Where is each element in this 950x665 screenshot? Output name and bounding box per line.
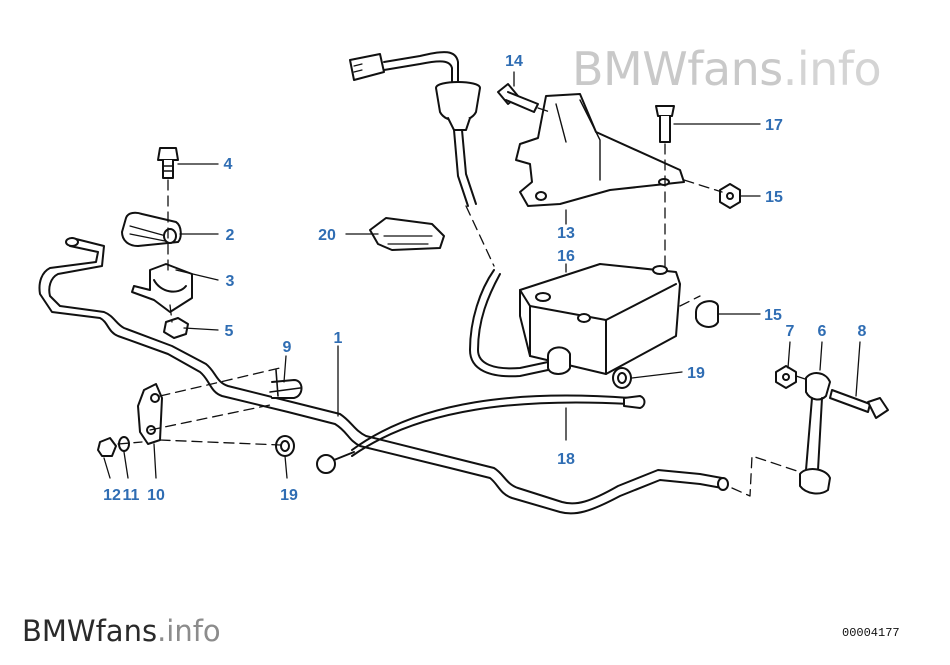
callout-19-right: 19 bbox=[687, 365, 705, 382]
part-18-rod bbox=[316, 394, 646, 474]
part-19-grommet-left bbox=[275, 435, 295, 457]
callout-9: 9 bbox=[283, 339, 292, 356]
callout-12: 12 bbox=[103, 487, 121, 504]
leader-lines bbox=[103, 71, 861, 479]
callout-14: 14 bbox=[505, 53, 523, 70]
watermark-bottom: BMWfans.info bbox=[22, 614, 221, 648]
part-3-bracket bbox=[131, 263, 193, 313]
callout-8: 8 bbox=[858, 323, 867, 340]
callout-18: 18 bbox=[557, 451, 575, 468]
watermark-top-suffix: .info bbox=[782, 42, 882, 96]
callout-15-lower: 15 bbox=[764, 307, 782, 324]
part-4-bolt bbox=[157, 147, 179, 179]
watermark-bottom-suffix: .info bbox=[157, 614, 221, 648]
part-9-clamp bbox=[269, 369, 303, 399]
callout-17: 17 bbox=[765, 117, 783, 134]
callout-7: 7 bbox=[786, 323, 795, 340]
callout-10: 10 bbox=[147, 487, 165, 504]
part-7-nut bbox=[775, 365, 797, 389]
watermark-top: BMWfans.info bbox=[572, 42, 882, 96]
diagram-id: 00004177 bbox=[842, 626, 900, 640]
level-sensor-cable bbox=[349, 51, 549, 378]
watermark-top-brand: BMWfans bbox=[572, 42, 783, 96]
callout-13: 13 bbox=[557, 225, 575, 242]
part-14-bolt bbox=[497, 83, 539, 113]
callout-6: 6 bbox=[818, 323, 827, 340]
callout-4: 4 bbox=[224, 156, 233, 173]
callout-15-top: 15 bbox=[765, 189, 783, 206]
part-17-bolt bbox=[655, 105, 675, 143]
part-2-rubber-mount bbox=[121, 211, 182, 247]
part-12-nut bbox=[97, 437, 117, 457]
part-8-bolt bbox=[829, 389, 889, 419]
part-15-nut-top bbox=[719, 183, 741, 209]
callout-19-left: 19 bbox=[280, 487, 298, 504]
callout-16: 16 bbox=[557, 248, 575, 265]
callout-5: 5 bbox=[225, 323, 234, 340]
watermark-bottom-brand: BMWfans bbox=[22, 614, 158, 648]
part-15-nut-lower bbox=[695, 300, 719, 328]
part-16-control-box bbox=[519, 263, 681, 375]
part-5-nut bbox=[163, 317, 189, 339]
callouts: 1 2 3 4 5 6 7 8 9 10 11 12 13 14 15 15 1… bbox=[103, 53, 866, 504]
callout-2: 2 bbox=[226, 227, 235, 244]
part-13-bracket bbox=[515, 93, 685, 207]
part-6-link bbox=[799, 372, 831, 495]
assembly-lines bbox=[117, 107, 809, 497]
callout-11: 11 bbox=[123, 487, 140, 504]
callout-3: 3 bbox=[226, 273, 235, 290]
stabilizer-bar bbox=[38, 237, 729, 515]
part-20-clip bbox=[369, 217, 445, 251]
part-19-grommet-right bbox=[612, 367, 632, 389]
callout-20: 20 bbox=[318, 227, 336, 244]
part-10-bracket bbox=[137, 383, 163, 445]
callout-1: 1 bbox=[334, 330, 343, 347]
